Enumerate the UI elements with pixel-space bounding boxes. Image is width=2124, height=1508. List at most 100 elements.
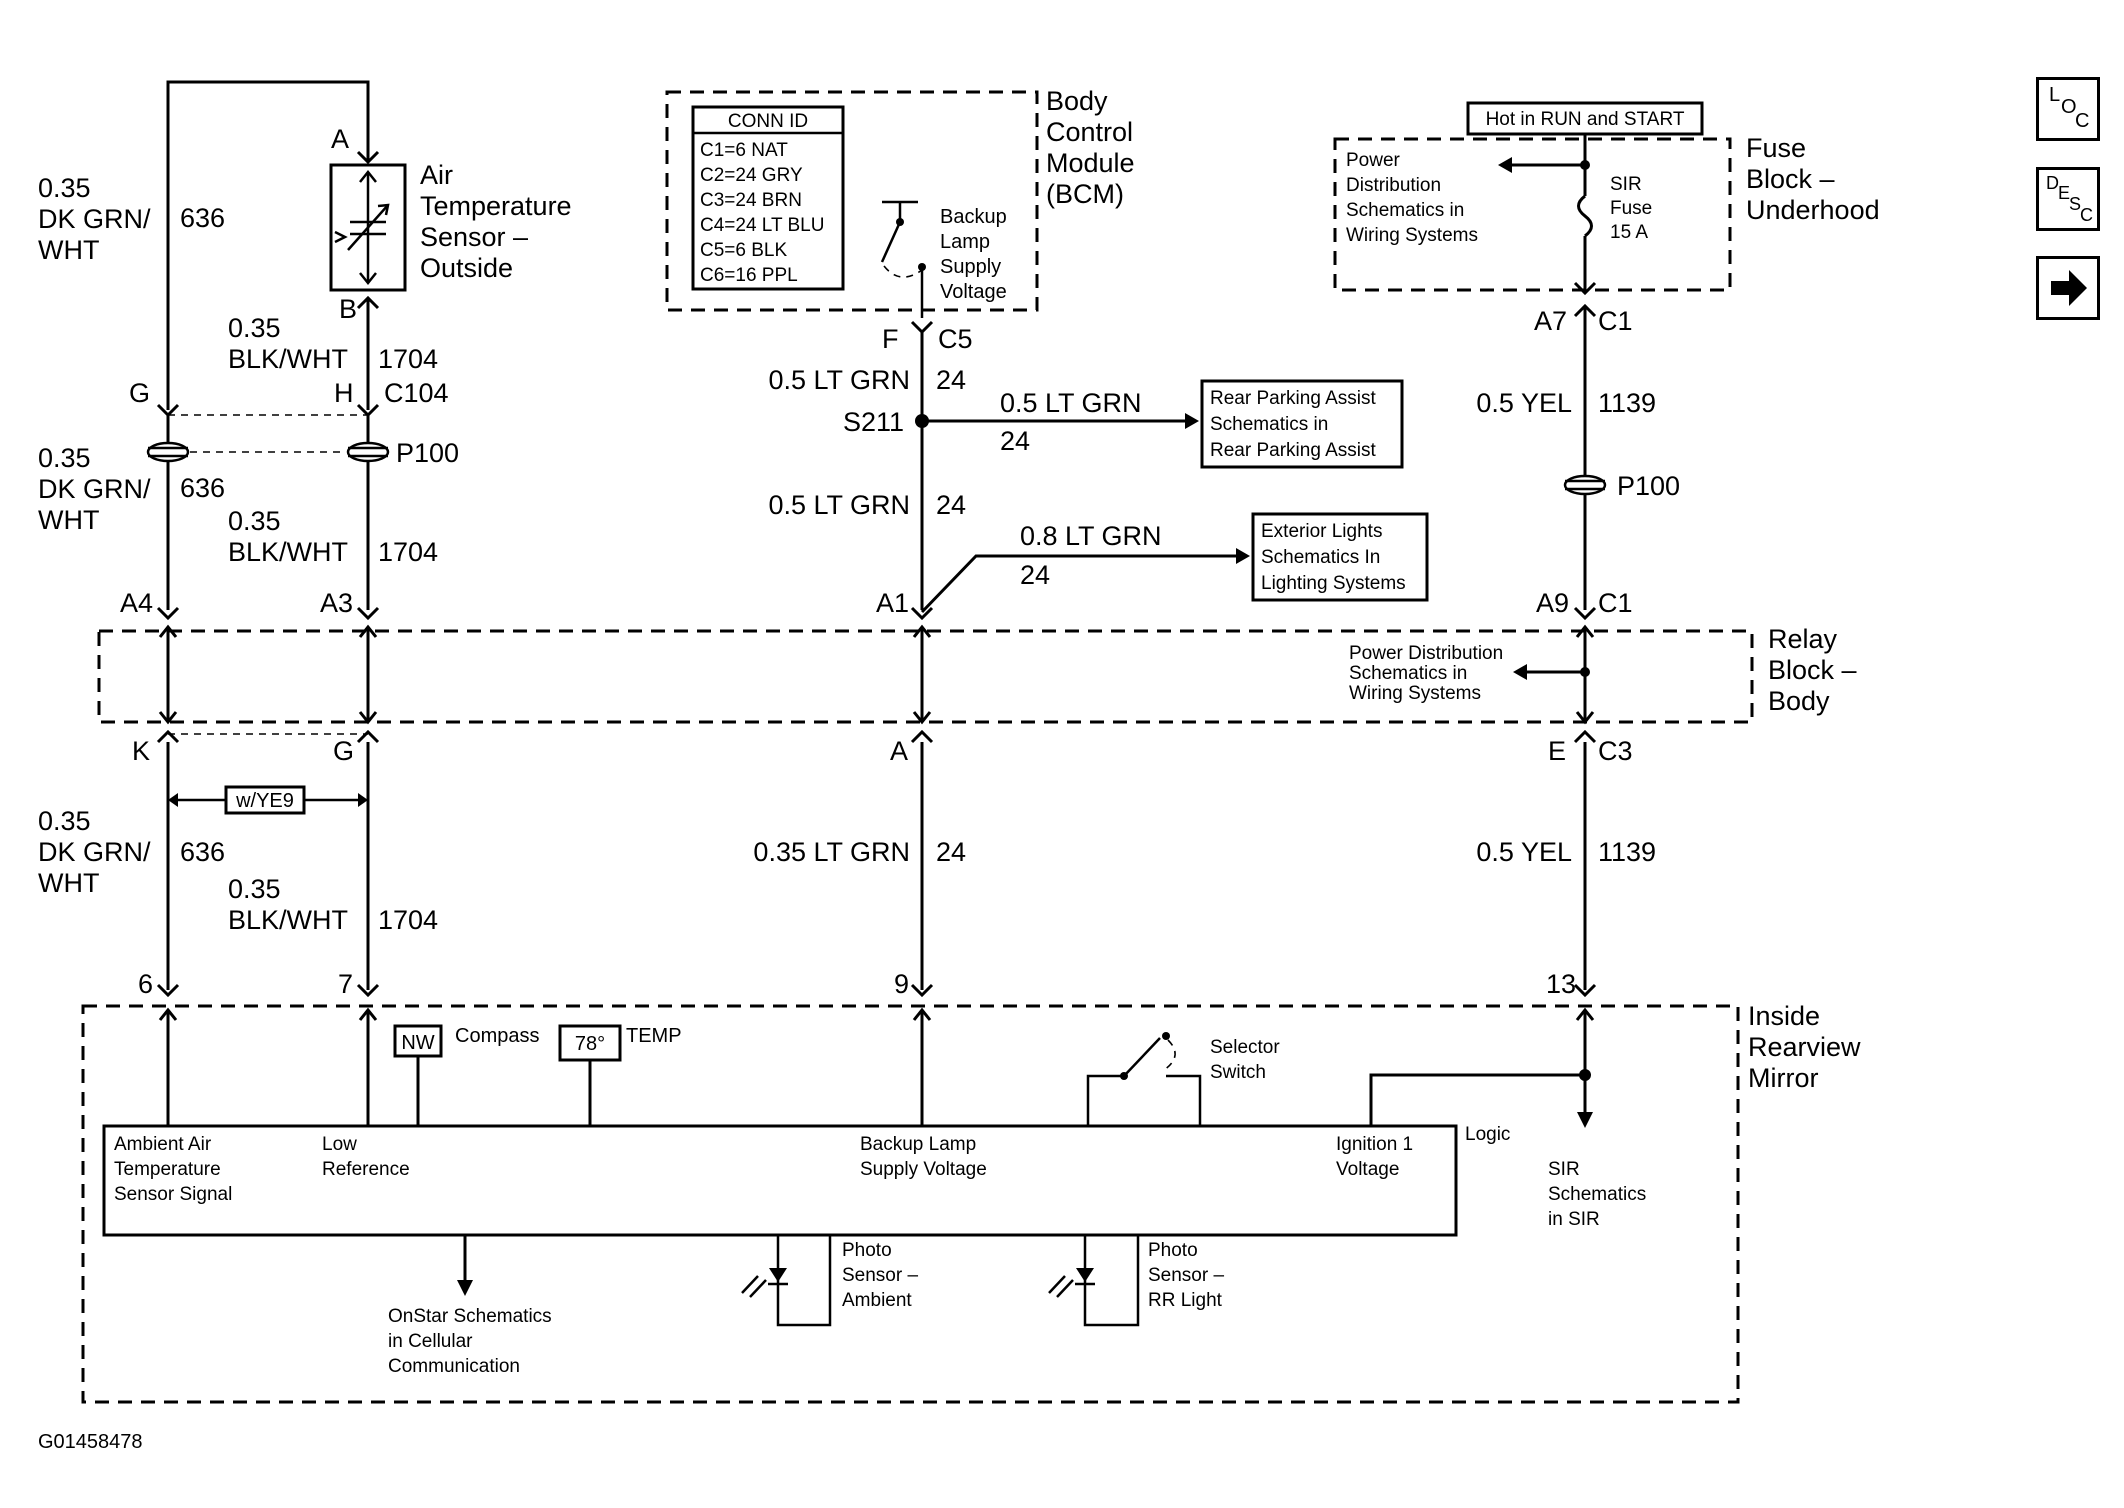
svg-text:NW: NW: [401, 1032, 434, 1054]
svg-text:1704: 1704: [378, 537, 438, 567]
svg-text:13: 13: [1546, 969, 1576, 999]
air-temp-sensor: A B Air Temperature Sensor – Outside: [166, 80, 579, 410]
arrow-right-icon: [2051, 270, 2087, 306]
svg-text:C1=6 NAT: C1=6 NAT: [700, 140, 788, 161]
desc-c: C: [2080, 205, 2093, 225]
wire-1704-mid-label: 0.35 BLK/WHT 1704: [228, 506, 438, 567]
next-button[interactable]: [2036, 256, 2100, 320]
loc-o: O: [2061, 96, 2077, 118]
desc-s: S: [2069, 194, 2082, 214]
svg-text:C1: C1: [1598, 588, 1633, 618]
svg-text:Compass: Compass: [455, 1025, 539, 1047]
temp-display: 78° TEMP: [558, 1024, 682, 1126]
loc-l: L: [2049, 84, 2061, 106]
wire-1139-bot-label: 0.5 YEL 1139: [1476, 837, 1656, 867]
svg-text:A: A: [890, 736, 908, 766]
wire-1704-bot-label: 0.35 BLK/WHT 1704: [228, 874, 438, 935]
compass-display: NW Compass: [393, 1024, 539, 1126]
figure-id: G01458478: [38, 1431, 143, 1453]
svg-text:1139: 1139: [1598, 388, 1656, 418]
logic-label: Logic: [1465, 1124, 1510, 1145]
svg-text:24: 24: [936, 365, 966, 395]
svg-text:A3: A3: [320, 588, 353, 618]
splice-p100-left: P100: [146, 415, 459, 610]
svg-text:F: F: [882, 324, 899, 354]
wire-24-bot-label: 0.35 LT GRN 24: [753, 837, 966, 867]
loc-button[interactable]: L O C: [2036, 77, 2100, 141]
wire-24-upper-label: 0.5 LT GRN 24: [768, 365, 966, 395]
conn-id-table: CONN ID C1=6 NAT C2=24 GRY C3=24 BRN C4=…: [691, 105, 845, 291]
svg-text:BLK/WHT: BLK/WHT: [228, 905, 348, 935]
svg-text:S211: S211: [843, 407, 904, 437]
svg-text:636: 636: [180, 203, 225, 233]
exterior-lights-branch: 0.8 LT GRN 24: [920, 521, 1250, 614]
svg-text:E: E: [1548, 736, 1566, 766]
svg-text:G: G: [129, 378, 150, 408]
splice-p100-right: P100: [1563, 471, 1680, 501]
connector-c104: G H C104: [129, 378, 449, 418]
svg-text:C5: C5: [938, 324, 973, 354]
svg-text:0.5 LT GRN: 0.5 LT GRN: [1000, 388, 1142, 418]
pin-b-label: B: [339, 294, 357, 324]
svg-text:0.35: 0.35: [228, 874, 281, 904]
svg-text:CONN ID: CONN ID: [728, 111, 808, 132]
svg-text:TEMP: TEMP: [626, 1025, 682, 1047]
svg-text:24: 24: [1020, 560, 1050, 590]
svg-text:C1: C1: [1598, 306, 1633, 336]
wire-1704-top-label: 0.35 BLK/WHT 1704: [228, 313, 438, 374]
option-ye9-tag: w/YE9: [168, 785, 368, 815]
svg-text:C3=24 BRN: C3=24 BRN: [700, 190, 802, 211]
svg-text:636: 636: [180, 837, 225, 867]
svg-text:1704: 1704: [378, 905, 438, 935]
svg-text:78°: 78°: [575, 1033, 605, 1055]
svg-text:0.35 LT GRN: 0.35 LT GRN: [753, 837, 910, 867]
desc-e: E: [2058, 183, 2071, 203]
loc-c: C: [2075, 110, 2090, 132]
air-temp-sensor-label: Air Temperature Sensor – Outside: [420, 160, 579, 283]
svg-text:C5=6 BLK: C5=6 BLK: [700, 240, 787, 261]
svg-text:P100: P100: [396, 438, 459, 468]
svg-text:24: 24: [936, 837, 966, 867]
desc-d: D: [2046, 173, 2059, 193]
svg-text:7: 7: [338, 969, 353, 999]
svg-text:G: G: [333, 736, 354, 766]
desc-button[interactable]: D E S C: [2036, 167, 2100, 231]
svg-text:0.35: 0.35: [228, 313, 281, 343]
svg-text:H: H: [334, 378, 354, 408]
svg-text:K: K: [132, 736, 150, 766]
svg-text:0.35: 0.35: [228, 506, 281, 536]
svg-text:0.5 LT GRN: 0.5 LT GRN: [768, 490, 910, 520]
svg-text:w/YE9: w/YE9: [235, 790, 294, 812]
svg-text:24: 24: [936, 490, 966, 520]
svg-text:A7: A7: [1534, 306, 1567, 336]
svg-text:0.5 LT GRN: 0.5 LT GRN: [768, 365, 910, 395]
